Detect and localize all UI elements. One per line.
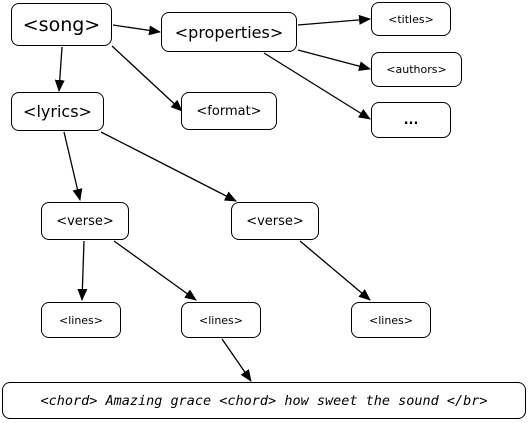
node-verse-2: <verse> <box>231 202 319 240</box>
node-content-line: <chord> Amazing grace <chord> how sweet … <box>2 382 526 419</box>
node-lines-3: <lines> <box>351 302 431 338</box>
edge-lyrics-verse-1 <box>63 131 83 201</box>
edge-song-properties <box>112 24 161 36</box>
edge-lyrics-verse-2 <box>100 131 237 202</box>
edge-lines-2-content <box>221 338 252 382</box>
edge-properties-more <box>263 52 371 120</box>
edge-verse-2-lines-3 <box>299 240 371 301</box>
edge-song-format <box>111 45 183 112</box>
node-lines-2: <lines> <box>181 302 261 338</box>
node-verse-1: <verse> <box>41 202 129 240</box>
node-more: ... <box>371 102 451 138</box>
node-authors: <authors> <box>371 52 462 87</box>
node-properties: <properties> <box>161 12 297 52</box>
node-format: <format> <box>181 92 277 130</box>
node-lines-1: <lines> <box>41 302 121 338</box>
edge-song-lyrics <box>54 46 65 92</box>
edge-verse-1-lines-2 <box>113 240 197 301</box>
edge-properties-titles <box>297 14 371 26</box>
node-titles: <titles> <box>371 2 451 36</box>
node-lyrics: <lyrics> <box>11 92 104 131</box>
node-song: <song> <box>11 3 112 46</box>
edge-properties-authors <box>297 49 371 72</box>
edge-verse-1-lines-1 <box>77 240 88 301</box>
